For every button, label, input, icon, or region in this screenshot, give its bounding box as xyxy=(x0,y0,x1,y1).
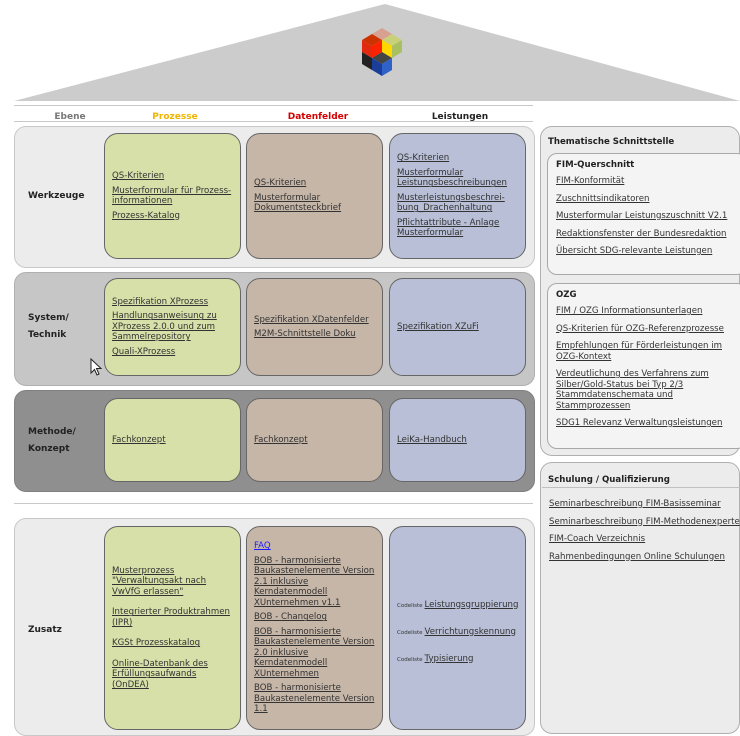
panel-title-schulung: Schulung / Qualifizierung xyxy=(548,475,670,485)
link-musterformular-leistungszuschnitt[interactable]: Musterformular Leistungszuschnitt V2.1 xyxy=(556,211,728,221)
link-musterleistungsbeschreibung-drachenhaltung[interactable]: Musterleistungsbeschrei-bung_Drachenhalt… xyxy=(397,192,505,214)
link-uebersicht-sdg[interactable]: Übersicht SDG-relevante Leistungen xyxy=(556,246,713,256)
link-fim-ozg-informationsunterlagen[interactable]: FIM / OZG Informationsunterlagen xyxy=(556,306,703,316)
fim-logo-icon xyxy=(362,28,402,76)
row-label-system-technik: System/ Technik xyxy=(28,313,69,340)
cell-werkzeuge-leistungen: QS-Kriterien Musterformular Leistungsbes… xyxy=(389,133,526,259)
link-seminar-basisseminar[interactable]: Seminarbeschreibung FIM-Basisseminar xyxy=(549,499,721,509)
fim-querschnitt-title: FIM-Querschnitt xyxy=(556,160,635,170)
link-faq[interactable]: FAQ xyxy=(254,541,271,552)
link-fachkonzept-datenfelder[interactable]: Fachkonzept xyxy=(254,434,308,445)
link-typisierung[interactable]: Typisierung xyxy=(424,653,474,664)
link-bob-version-2-1[interactable]: BOB - harmonisierte Baukastenelemente Ve… xyxy=(254,555,375,608)
link-rahmenbedingungen-schulungen[interactable]: Rahmenbedingungen Online Schulungen xyxy=(549,551,725,562)
link-qs-kriterien-ozg[interactable]: QS-Kriterien für OZG-Referenzprozesse xyxy=(556,323,724,334)
panel-title-schnittstelle: Thematische Schnittstelle xyxy=(548,137,675,147)
link-bob-version-1-1[interactable]: BOB - harmonisierte Baukastenelemente Ve… xyxy=(254,683,375,715)
house-roof xyxy=(14,4,740,101)
link-qs-kriterien-prozesse[interactable]: QS-Kriterien xyxy=(112,171,165,181)
cell-zusatz-datenfelder: FAQ BOB - harmonisierte Baukastenelement… xyxy=(246,526,383,730)
link-bob-changelog[interactable]: BOB - Changelog xyxy=(254,612,327,623)
cell-methode-datenfelder: Fachkonzept xyxy=(246,398,383,482)
link-fim-coach-verzeichnis[interactable]: FIM-Coach Verzeichnis xyxy=(549,534,646,544)
link-sdg1-relevanz[interactable]: SDG1 Relevanz Verwaltungsleistungen xyxy=(556,418,723,428)
link-bob-version-2-0[interactable]: BOB - harmonisierte Baukastenelemente Ve… xyxy=(254,626,375,679)
cell-methode-leistungen: LeiKa-Handbuch xyxy=(389,398,526,482)
link-fachkonzept-prozesse[interactable]: Fachkonzept xyxy=(112,434,166,445)
link-spezifikation-xzufi[interactable]: Spezifikation XZuFi xyxy=(397,321,479,332)
link-handlungsanweisung-xprozess[interactable]: Handlungsanweisung zu XProzess 2.0.0 und… xyxy=(112,311,217,343)
row-label-methode-konzept: Methode/ Konzept xyxy=(28,427,76,454)
link-verrichtungskennung[interactable]: Verrichtungskennung xyxy=(424,626,516,637)
column-header-datenfelder: Datenfelder xyxy=(287,112,349,122)
subpanel-ozg: OZG FIM / OZG Informationsunterlagen QS-… xyxy=(547,283,740,449)
link-prozess-katalog[interactable]: Prozess-Katalog xyxy=(112,210,180,221)
link-redaktionsfenster[interactable]: Redaktionsfenster der Bundesredaktion xyxy=(556,228,727,239)
link-musterformular-dokumentsteckbrief[interactable]: Musterformular Dokumentsteckbrief xyxy=(254,192,342,214)
link-qs-kriterien-leistungen[interactable]: QS-Kriterien xyxy=(397,153,450,164)
mouse-cursor-icon xyxy=(90,358,103,376)
link-zuschnittsindikatoren[interactable]: Zuschnittsindikatoren xyxy=(556,193,650,204)
link-seminar-methodenexperte[interactable]: Seminarbeschreibung FIM-Methodenexperte xyxy=(549,516,740,527)
link-integrierter-produktrahmen[interactable]: Integrierter Produktrahmen (IPR) xyxy=(112,607,230,628)
link-musterprozess-verwaltungsakt[interactable]: Musterprozess "Verwaltungsakt nach VwVfG… xyxy=(112,565,207,597)
link-musterformular-leistungsbeschreibungen[interactable]: Musterformular Leistungsbeschreibungen xyxy=(397,167,507,189)
link-online-datenbank-ondea[interactable]: Online-Datenbank des Erfüllungsaufwands … xyxy=(112,658,208,690)
column-header-prozesse: Prozesse xyxy=(152,112,198,122)
schulung-divider xyxy=(542,487,740,488)
link-spezifikation-xdatenfelder[interactable]: Spezifikation XDatenfelder xyxy=(254,314,369,325)
row-label-werkzeuge: Werkzeuge xyxy=(28,191,85,201)
cell-system-leistungen: Spezifikation XZuFi xyxy=(389,278,526,376)
schulung-link-list: Seminarbeschreibung FIM-Basisseminar Sem… xyxy=(549,499,740,569)
cell-system-datenfelder: Spezifikation XDatenfelder M2M-Schnittst… xyxy=(246,278,383,376)
link-kgst-prozesskatalog[interactable]: KGSt Prozesskatalog xyxy=(112,638,201,649)
link-leika-handbuch[interactable]: LeiKa-Handbuch xyxy=(397,434,467,445)
link-quali-xprozess[interactable]: Quali-XProzess xyxy=(112,346,176,357)
column-header-leistungen: Leistungen xyxy=(431,112,489,122)
ozg-title: OZG xyxy=(556,290,577,300)
header-divider-bottom xyxy=(14,121,533,122)
link-pflichtattribute-anlage[interactable]: Pflichtattribute - Anlage Musterformular xyxy=(397,217,500,239)
header-divider-top xyxy=(14,105,533,106)
subpanel-fim-querschnitt: FIM-Querschnitt FIM-Konformität Zuschnit… xyxy=(547,153,740,275)
row-label-zusatz: Zusatz xyxy=(28,625,62,635)
cell-zusatz-prozesse: Musterprozess "Verwaltungsakt nach VwVfG… xyxy=(104,526,241,730)
link-spezifikation-xprozess[interactable]: Spezifikation XProzess xyxy=(112,296,209,307)
column-header-ebene: Ebene xyxy=(54,112,86,122)
cell-werkzeuge-datenfelder: QS-Kriterien Musterformular Dokumentstec… xyxy=(246,133,383,259)
cell-methode-prozesse: Fachkonzept xyxy=(104,398,241,482)
cell-system-prozesse: Spezifikation XProzess Handlungsanweisun… xyxy=(104,278,241,376)
cell-werkzeuge-prozesse: QS-Kriterien Musterformular für Prozess-… xyxy=(104,133,241,259)
section-divider xyxy=(14,503,533,504)
link-qs-kriterien-datenfelder[interactable]: QS-Kriterien xyxy=(254,178,307,189)
link-leistungsgruppierung[interactable]: Leistungsgruppierung xyxy=(424,599,519,610)
panel-schulung-qualifizierung: Schulung / Qualifizierung Seminarbeschre… xyxy=(540,462,740,734)
panel-thematische-schnittstelle: Thematische Schnittstelle FIM-Querschnit… xyxy=(540,126,740,456)
link-musterformular-prozessinformationen[interactable]: Musterformular für Prozess-informationen xyxy=(112,185,232,207)
link-m2m-schnittstelle[interactable]: M2M-Schnittstelle Doku xyxy=(254,329,356,339)
link-empfehlungen-foerderleistungen[interactable]: Empfehlungen für Förderleistungen im OZG… xyxy=(556,341,722,362)
link-fim-konformitaet[interactable]: FIM-Konformität xyxy=(556,176,625,186)
link-verdeutlichung-silber-gold[interactable]: Verdeutlichung des Verfahrens zum Silber… xyxy=(556,369,709,411)
